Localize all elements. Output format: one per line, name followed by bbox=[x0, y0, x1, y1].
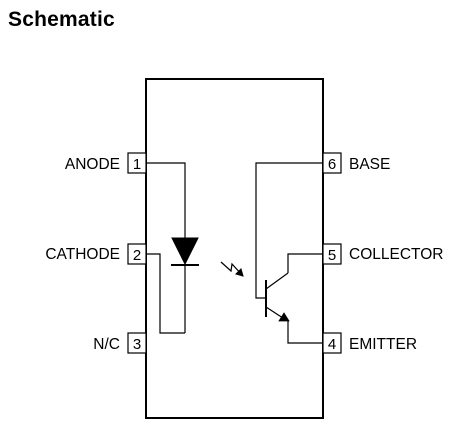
pin-3-label: N/C bbox=[93, 336, 120, 353]
page-title: Schematic bbox=[8, 8, 115, 31]
pin-1-number: 1 bbox=[133, 156, 141, 173]
collector-wire bbox=[287, 253, 323, 273]
pin-3: 3 N/C bbox=[93, 332, 147, 354]
emitter-wire bbox=[287, 321, 323, 344]
pin-4: 4 EMITTER bbox=[322, 332, 417, 354]
collector-lead bbox=[265, 272, 289, 290]
pin-2-label: CATHODE bbox=[45, 246, 120, 263]
pin-1-label: ANODE bbox=[65, 156, 120, 173]
pin-1: 1 ANODE bbox=[65, 152, 147, 174]
pin-2-number: 2 bbox=[133, 247, 141, 264]
base-wire bbox=[255, 162, 323, 299]
emitter-arrow-icon bbox=[278, 312, 290, 322]
pin-4-number: 4 bbox=[328, 336, 336, 353]
anode-wire bbox=[146, 162, 186, 238]
pin-6-label: BASE bbox=[349, 156, 390, 173]
lightning-arrow-icon bbox=[220, 261, 244, 277]
led-circuit bbox=[146, 162, 186, 334]
pin-4-label: EMITTER bbox=[349, 336, 417, 353]
pin-6-number: 6 bbox=[328, 156, 336, 173]
pin-2-wire bbox=[146, 253, 185, 334]
pin-3-number: 3 bbox=[133, 336, 141, 353]
pin-2: 2 CATHODE bbox=[45, 243, 147, 265]
pin-5-number: 5 bbox=[328, 247, 336, 264]
ic-package-body bbox=[145, 78, 324, 419]
led-triangle bbox=[171, 237, 199, 266]
led-diode-symbol bbox=[171, 237, 199, 266]
pin-6: 6 BASE bbox=[322, 152, 390, 174]
npn-phototransistor-symbol bbox=[255, 162, 323, 344]
pin-3-box bbox=[127, 332, 147, 354]
pin-5-label: COLLECTOR bbox=[349, 246, 443, 263]
pin-5: 5 COLLECTOR bbox=[322, 243, 443, 265]
